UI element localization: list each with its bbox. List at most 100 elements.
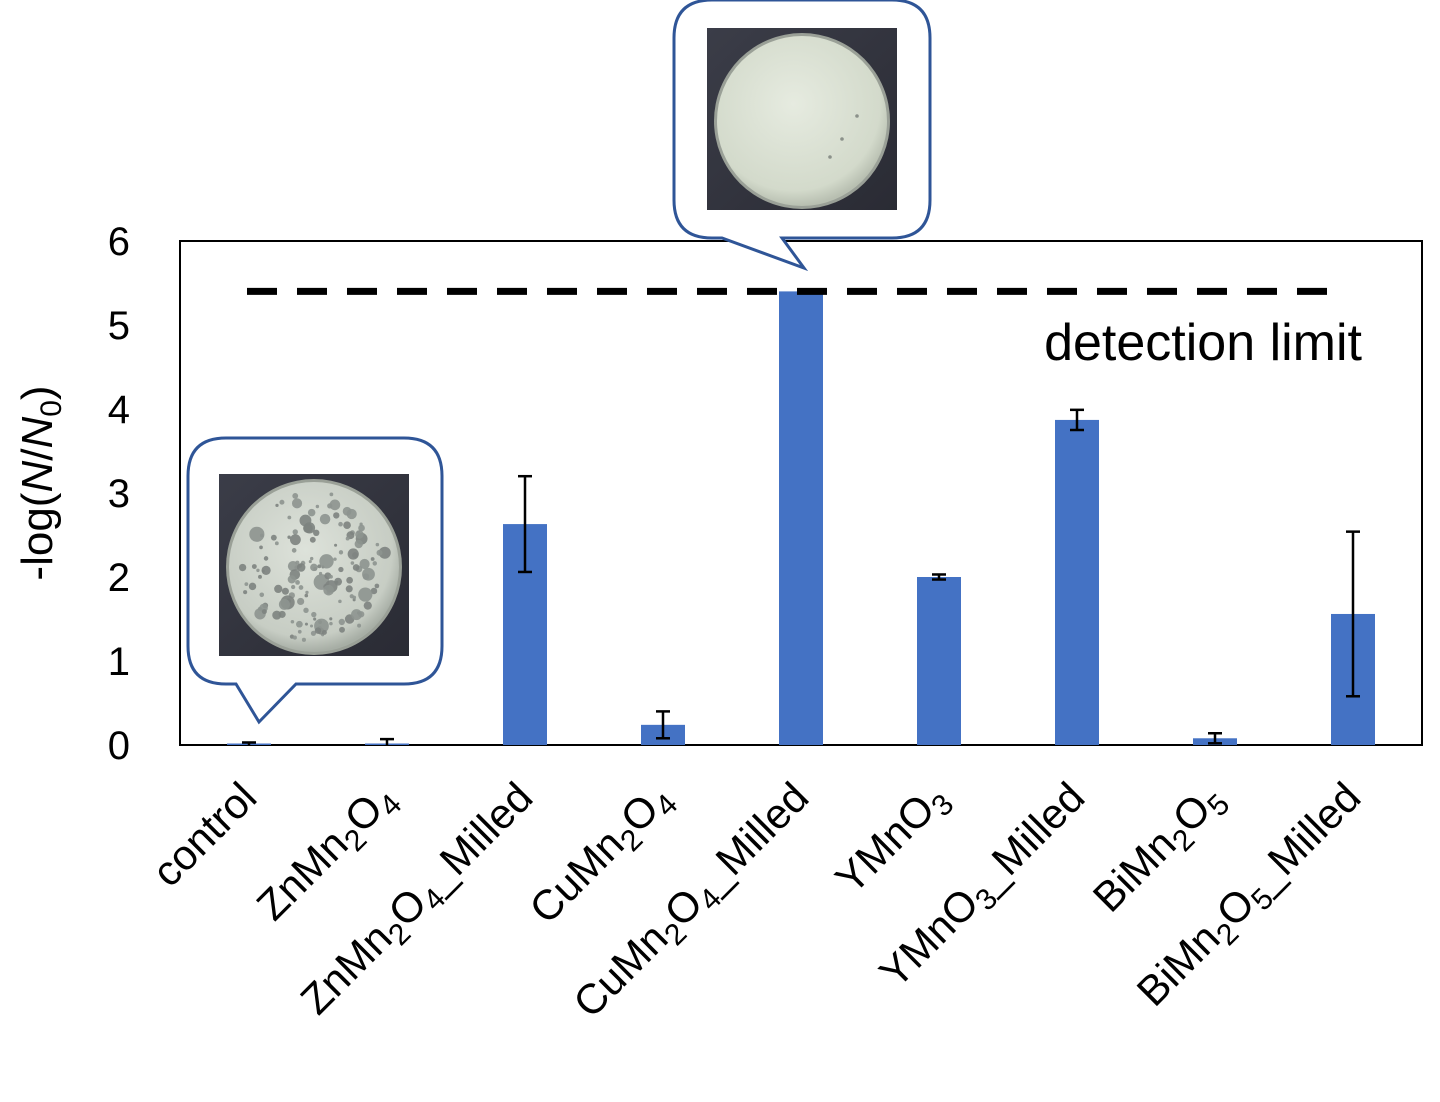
colony <box>338 550 344 555</box>
y-tick-label: 0 <box>108 724 130 768</box>
colony <box>258 574 262 579</box>
colony <box>292 635 297 640</box>
colony <box>313 617 317 621</box>
x-tick-label: YMnO3 <box>826 773 960 907</box>
inset-layer <box>186 0 932 725</box>
colony <box>296 563 306 572</box>
colony <box>358 524 365 532</box>
x-tick-label: ZnMn2O4 <box>248 773 409 934</box>
y-tick-label: 4 <box>108 388 130 432</box>
y-tick-label: 1 <box>108 640 130 684</box>
y-tick-label: 5 <box>108 304 130 348</box>
colony <box>329 574 333 579</box>
colony <box>289 534 301 546</box>
colony <box>363 601 372 610</box>
colony <box>305 590 309 595</box>
colony <box>359 558 370 570</box>
bar <box>917 577 961 745</box>
colony <box>297 597 305 606</box>
colony <box>274 584 283 594</box>
colony <box>370 587 378 595</box>
colony <box>309 556 314 561</box>
colony <box>309 536 316 543</box>
colony <box>281 587 289 595</box>
bar <box>779 291 823 745</box>
colony <box>375 542 380 547</box>
x-tick-label: ZnMn2O4_Milled <box>291 773 546 1028</box>
y-tick-label: 6 <box>108 220 130 264</box>
colony <box>275 503 279 507</box>
colony <box>345 585 353 593</box>
colony <box>251 564 257 569</box>
colony <box>323 584 334 596</box>
colony <box>358 587 373 602</box>
colony <box>248 582 257 591</box>
colony <box>307 508 316 517</box>
colony <box>303 523 313 534</box>
colony <box>295 560 300 565</box>
colony <box>291 498 303 509</box>
colony <box>310 563 318 572</box>
colony <box>329 621 333 626</box>
colony <box>342 506 352 516</box>
colony <box>338 521 343 527</box>
colony <box>263 556 269 561</box>
colony <box>319 513 331 525</box>
colony <box>270 534 277 541</box>
colony <box>259 545 263 550</box>
colony <box>311 611 317 618</box>
colony <box>256 568 260 573</box>
colony <box>244 582 249 587</box>
colony <box>319 554 334 569</box>
colony <box>333 557 337 561</box>
colony <box>287 575 296 584</box>
colony <box>315 504 320 509</box>
colony <box>295 580 300 585</box>
inset-callout-cumn2o4-milled <box>672 0 932 272</box>
colony <box>346 576 353 584</box>
detection-limit-annotation: detection limit <box>1044 314 1362 372</box>
bar <box>1055 419 1099 745</box>
colony <box>314 627 322 634</box>
colony <box>313 529 320 537</box>
colony <box>291 584 296 590</box>
colony <box>296 620 303 628</box>
y-axis-label: -log(N/N0) <box>13 385 68 580</box>
colony <box>278 610 286 618</box>
colony <box>338 566 344 573</box>
colony <box>287 535 291 539</box>
colony <box>338 618 345 626</box>
colony <box>376 549 383 556</box>
colony <box>298 585 304 590</box>
colony <box>261 565 271 575</box>
colony <box>351 609 362 621</box>
colony <box>355 530 364 539</box>
colony <box>259 592 265 598</box>
colony <box>261 609 267 615</box>
colony <box>339 626 345 633</box>
x-tick-label: control <box>143 773 265 895</box>
colony <box>333 512 340 519</box>
colony <box>308 560 312 564</box>
colony <box>378 546 391 559</box>
colony <box>278 598 290 610</box>
colony <box>243 590 248 595</box>
x-tick-label: CuMn2O4_Milled <box>564 773 822 1031</box>
colony <box>297 629 302 634</box>
colony <box>374 583 380 589</box>
colony <box>292 492 299 499</box>
inset-callout-control <box>186 436 444 725</box>
colony <box>357 623 362 628</box>
colony <box>329 492 334 497</box>
colony <box>249 526 265 542</box>
y-tick-label: 3 <box>108 472 130 516</box>
colony <box>310 630 317 636</box>
colony <box>303 607 309 614</box>
colony <box>840 137 844 141</box>
colony <box>350 561 355 565</box>
colony <box>828 155 832 159</box>
colony <box>352 564 360 571</box>
colony <box>329 617 333 621</box>
colony <box>304 622 308 626</box>
